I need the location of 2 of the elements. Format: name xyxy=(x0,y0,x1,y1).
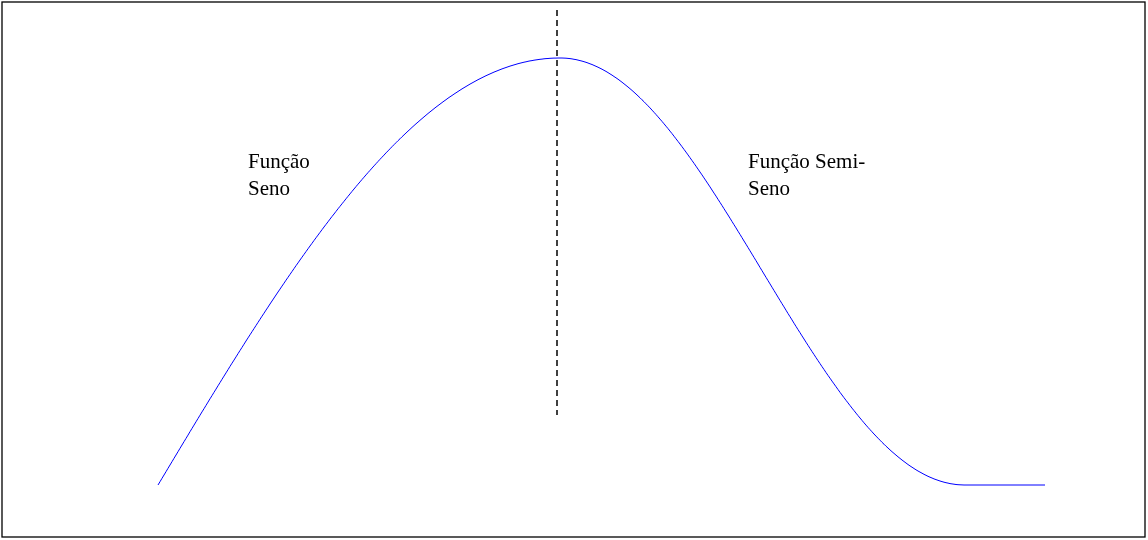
curve-label: Função Semi-Seno xyxy=(748,148,867,202)
curve-label: Função Seno xyxy=(248,148,311,202)
